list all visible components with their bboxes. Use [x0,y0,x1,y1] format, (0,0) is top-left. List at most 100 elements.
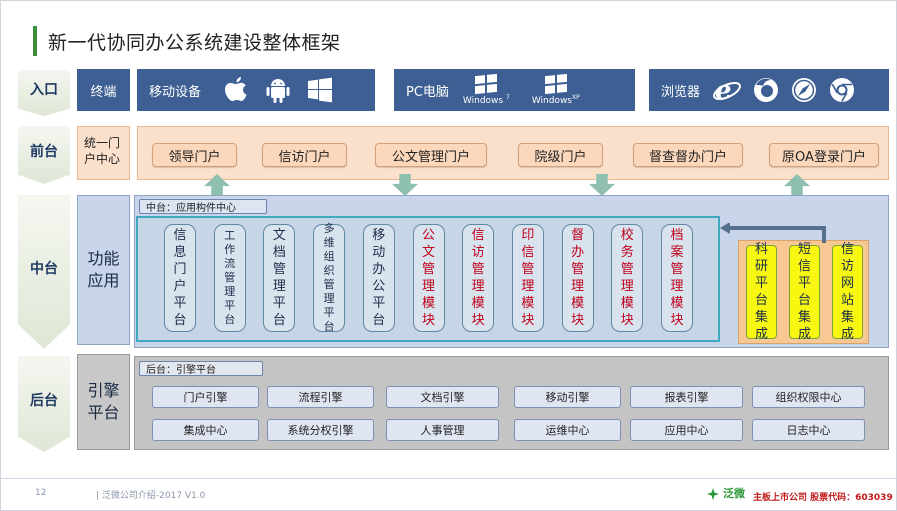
layer-label-back: 后台 [18,356,70,452]
engine-item[interactable]: 系统分权引擎 [267,419,374,441]
integration-char: 集 [797,310,811,325]
module-item[interactable]: 信访管理模块 [462,224,495,332]
portal-petition[interactable]: 信访门户 [262,143,347,167]
windows-icon [307,77,333,103]
engine-item[interactable]: 集成中心 [152,419,259,441]
module-char: 块 [620,313,634,328]
module-item[interactable]: 档案管理模块 [661,224,693,332]
engine-item[interactable]: 流程引擎 [267,386,374,408]
engine-item[interactable]: 组织权限中心 [752,386,865,408]
module-char: 管 [272,262,286,277]
portal-document-management[interactable]: 公文管理门户 [375,143,487,167]
windows-flag-icon [544,73,567,94]
module-char: 模 [620,296,634,311]
module-char: 块 [421,313,435,328]
module-char: 管 [323,278,335,291]
module-char: 信 [173,228,187,243]
module-char: 管 [571,262,585,277]
integration-char: 信 [797,259,811,274]
portal-supervision[interactable]: 督查督办门户 [633,143,743,167]
integration-char: 访 [840,259,854,274]
integration-char: 平 [754,276,768,291]
module-item[interactable]: 公文管理模块 [412,224,445,332]
middle-sub-tag: 中台：应用构件中心 [139,199,267,214]
engine-item[interactable]: 日志中心 [752,419,865,441]
module-item[interactable]: 文档管理平台 [263,224,296,332]
module-item[interactable]: 移动办公平台 [362,224,395,332]
integration-char: 集 [840,310,854,325]
engine-item[interactable]: 应用中心 [630,419,743,441]
module-char: 平 [173,296,187,311]
module-char: 维 [323,236,335,249]
module-char: 信 [521,245,535,260]
engine-item[interactable]: 报表引擎 [630,386,743,408]
integration-char: 网 [840,276,854,291]
module-char: 管 [471,262,485,277]
integration-item[interactable]: 科研平台集成 [746,242,777,342]
safari-icon [790,76,818,104]
windows7-text: Windows [462,95,504,106]
integration-item[interactable]: 信访网站集成 [832,242,863,342]
module-char: 办 [372,262,386,277]
portal-label-line2: 户中心 [84,152,121,166]
integration-char: 科 [754,242,768,257]
browser-label: 浏览器 [661,84,701,100]
portal-institute[interactable]: 院级门户 [518,143,603,167]
module-char: 校 [620,228,634,243]
module-item[interactable]: 工作流管理平台 [213,224,246,332]
module-char: 块 [670,313,684,328]
engine-item[interactable]: 文档引擎 [386,386,499,408]
module-item[interactable]: 多维组织管理平台 [313,222,346,333]
layer-label-middle: 中台 [18,195,70,349]
module-char: 管 [521,262,535,277]
module-item[interactable]: 督办管理模块 [561,224,594,332]
module-char: 组 [323,250,335,263]
windows7-logo: Windows 7 [462,73,510,106]
footer-stock: 主板上市公司 股票代码：603039 [753,493,893,503]
engine-item[interactable]: 移动引擎 [514,386,621,408]
layer-label-entry: 入口 [18,70,70,116]
module-item[interactable]: 校务管理模块 [611,224,644,332]
integration-item[interactable]: 短信平台集成 [789,242,820,342]
module-char: 档 [670,228,684,243]
engine-item[interactable]: 人事管理 [386,419,499,441]
engine-item[interactable]: 运维中心 [514,419,621,441]
module-item[interactable]: 印信管理模块 [511,224,544,332]
module-char: 公 [372,279,386,294]
module-char: 平 [224,299,236,312]
module-char: 访 [471,245,485,260]
module-char: 理 [471,279,485,294]
pc-label: PC电脑 [406,84,449,100]
windowsxp-text: Windows [531,95,572,106]
integration-char: 成 [840,327,854,342]
module-char: 务 [620,245,634,260]
module-char: 门 [173,262,187,277]
module-char: 模 [471,296,485,311]
module-char: 管 [670,262,684,277]
module-char: 平 [323,306,335,319]
module-char: 理 [670,279,684,294]
portal-leader[interactable]: 领导门户 [152,143,237,167]
module-char: 台 [372,313,386,328]
integration-char: 台 [754,293,768,308]
module-char: 管 [620,262,634,277]
module-char: 理 [571,279,585,294]
portal-center-label: 统一门 户中心 [77,126,130,180]
firefox-icon [752,76,780,104]
module-char: 工 [224,229,236,242]
footer-divider [0,478,897,479]
module-char: 印 [521,228,535,243]
engine-item[interactable]: 门户引擎 [152,386,259,408]
module-item[interactable]: 信息门户平台 [164,224,196,332]
module-char: 模 [421,296,435,311]
module-char: 移 [372,228,386,243]
mobile-device-box: 移动设备 [137,69,375,111]
windowsxp-version: XP [572,93,580,101]
module-char: 块 [521,313,535,328]
integration-char: 成 [797,327,811,342]
module-char: 息 [173,245,187,260]
portal-original-oa-login[interactable]: 原OA登录门户 [769,143,879,167]
module-char: 台 [323,320,335,333]
function-app-label: 功能应用 [77,195,130,345]
module-char: 理 [272,279,286,294]
